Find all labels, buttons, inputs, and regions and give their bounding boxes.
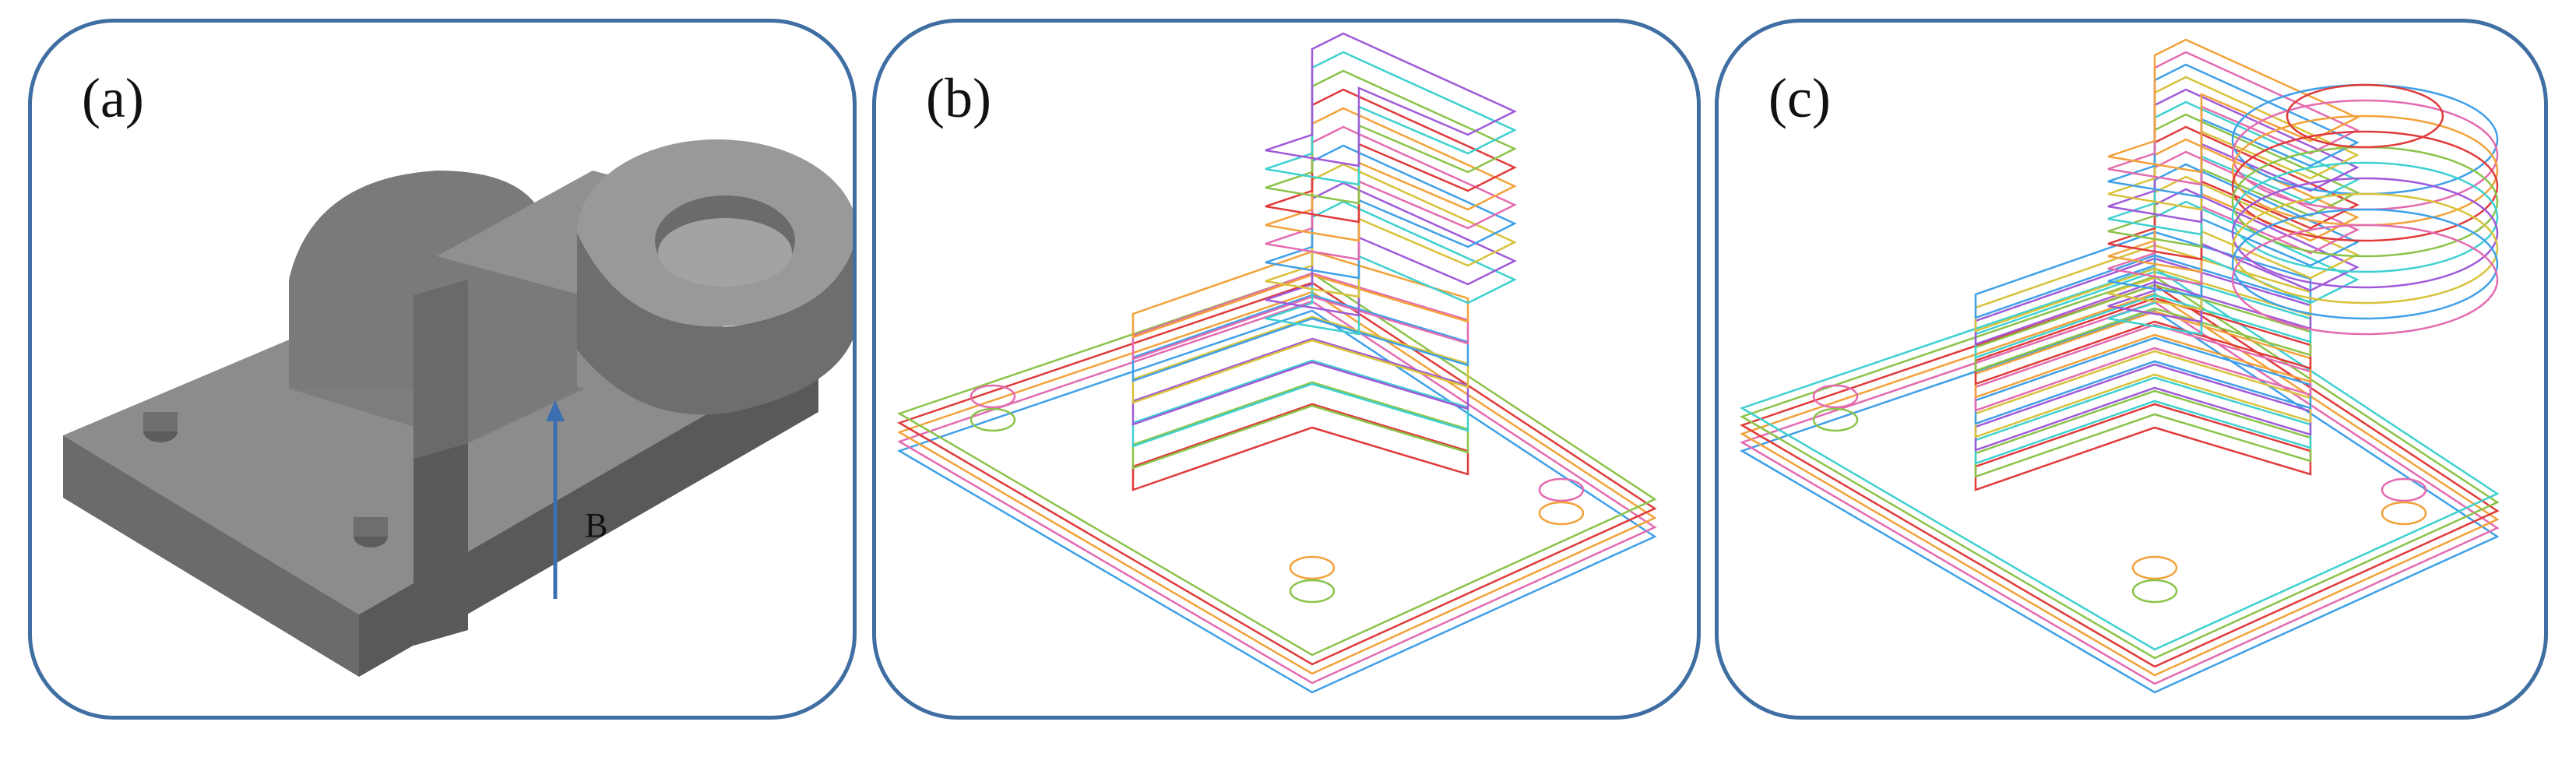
boss-slice-contour <box>2231 224 2499 336</box>
hole-contour <box>1538 501 1585 526</box>
panel-a-solid-model: (a) B <box>28 19 857 720</box>
rib-slice-contour <box>1974 376 2312 465</box>
base-slice-contour <box>897 290 1657 675</box>
hole-contour <box>970 407 1016 432</box>
boss-hole-contour <box>2286 83 2444 149</box>
hole-contour <box>1812 384 1859 409</box>
base-plate-front-right <box>359 350 818 677</box>
base-hole-right-bore <box>354 517 388 537</box>
hole-contour <box>1538 477 1585 502</box>
rib-slice-contour <box>1974 389 2312 478</box>
hole-contour <box>1289 579 1336 604</box>
base-plate-front-left <box>63 435 359 677</box>
boss-slice-contour <box>2231 208 2499 320</box>
upper-slice-contour <box>1265 51 1517 186</box>
base-slice-contour <box>1740 275 2500 660</box>
slice-contours-drawing <box>897 32 1657 694</box>
base-slice-contour <box>1740 266 2500 651</box>
rib-slice-contour <box>1974 403 2312 491</box>
base-slice-contour <box>1740 309 2500 694</box>
base-slice-contour <box>1740 283 2500 668</box>
upper-slice-contour <box>1265 32 1517 167</box>
rib-slice-contour <box>1131 403 1469 491</box>
build-direction-label: B <box>585 506 608 544</box>
arch-block-face <box>413 280 468 459</box>
build-direction-arrow-head <box>546 400 565 421</box>
upper-slice-contour <box>2107 38 2360 174</box>
rib-slice-contour <box>1131 294 1469 382</box>
base-slice-contour <box>897 272 1657 657</box>
hole-contour <box>970 384 1016 409</box>
rib-slice-contour <box>1131 315 1469 404</box>
base-hole-left-bore <box>143 412 178 431</box>
base-slice-contour <box>897 300 1657 685</box>
rib-slice-contour <box>1131 381 1469 470</box>
fine-slice-contours-drawing <box>1740 38 2500 694</box>
panel-b-slices: (b) <box>872 19 1701 720</box>
base-slice-contour <box>897 309 1657 694</box>
rib-slice-contour <box>1131 359 1469 448</box>
hole-contour <box>2381 477 2427 502</box>
base-slice-contour <box>1740 301 2500 685</box>
hole-contour <box>2131 579 2178 604</box>
panel-c-label: (c) <box>1768 67 1831 129</box>
solid-part-drawing <box>63 139 853 677</box>
rib-front-left <box>413 443 468 646</box>
hole-contour <box>2381 501 2427 526</box>
boss-slice-contour <box>2231 192 2499 305</box>
hole-contour <box>1812 407 1859 432</box>
boss-hole-floor <box>658 218 792 287</box>
hole-contour <box>2131 555 2178 580</box>
base-slice-contour <box>897 281 1657 666</box>
hole-contour <box>1289 555 1336 580</box>
panel-c-slices: (c) <box>1715 19 2548 720</box>
boss-side <box>577 233 853 415</box>
panel-a-label: (a) <box>82 67 144 129</box>
boss-slice-contour <box>2231 130 2499 242</box>
panel-b-label: (b) <box>926 67 991 129</box>
boss-slice-contour <box>2231 177 2499 289</box>
base-slice-contour <box>1740 292 2500 677</box>
boss-slice-contour <box>2231 161 2499 273</box>
